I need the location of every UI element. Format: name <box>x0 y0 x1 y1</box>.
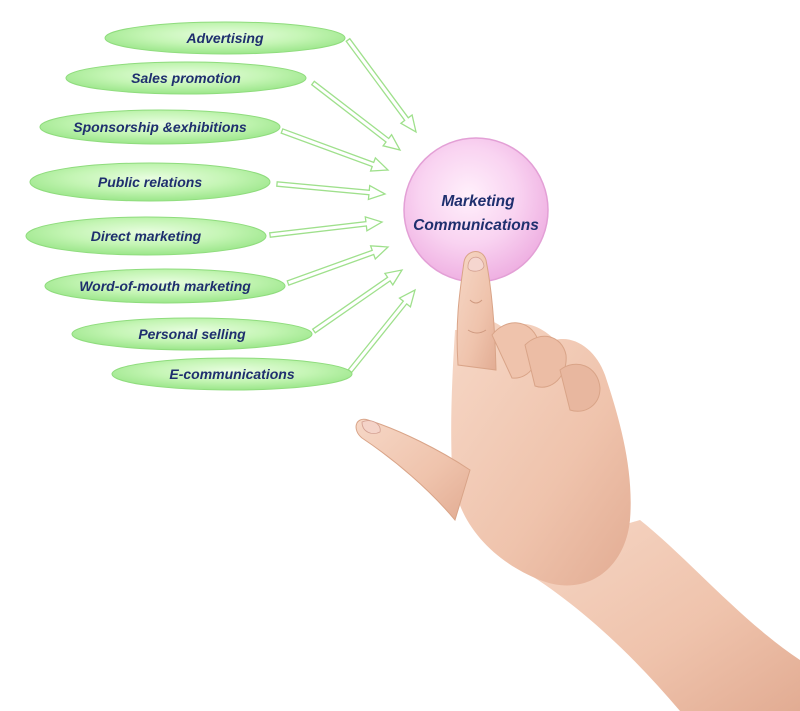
leaf-ellipse <box>29 162 271 202</box>
leaf-label: E-communications <box>169 366 294 382</box>
leaf-label: Word-of-mouth marketing <box>79 278 251 294</box>
leaf-label: Sales promotion <box>131 70 241 86</box>
leaf-node: E-communications <box>111 357 353 391</box>
pointing-hand-image <box>355 251 800 711</box>
connector-arrow <box>345 37 417 134</box>
leaf-ellipse <box>71 317 313 351</box>
connector-arrow <box>268 215 384 238</box>
hub-label-line-2: Communications <box>413 217 539 234</box>
leaf-label: Advertising <box>185 30 263 46</box>
leaf-ellipse <box>25 216 267 256</box>
leaf-node: Sponsorship &exhibitions <box>39 109 281 145</box>
leaf-node: Public relations <box>29 162 271 202</box>
leaf-label: Sponsorship &exhibitions <box>73 119 247 135</box>
leaf-label: Direct marketing <box>91 228 202 244</box>
connector-arrow <box>276 181 387 201</box>
connector-arrow <box>286 245 390 286</box>
leaf-ellipse <box>104 21 346 55</box>
leaf-ellipse <box>44 268 286 304</box>
leaf-label: Personal selling <box>138 326 246 342</box>
leaf-node: Word-of-mouth marketing <box>44 268 286 304</box>
leaf-node: Personal selling <box>71 317 313 351</box>
connector-arrow <box>310 80 402 151</box>
leaf-node: Sales promotion <box>65 61 307 95</box>
connector-arrow <box>347 288 417 374</box>
leaf-ellipse <box>111 357 353 391</box>
connector-arrow <box>311 269 404 334</box>
connector-arrows <box>268 37 417 374</box>
leaf-ellipse <box>39 109 281 145</box>
hub-node: Marketing Communications <box>403 137 549 283</box>
hub-label-line-1: Marketing <box>441 193 515 210</box>
connector-arrow <box>280 128 390 172</box>
leaf-node: Advertising <box>104 21 346 55</box>
leaf-node: Direct marketing <box>25 216 267 256</box>
leaf-label: Public relations <box>98 174 202 190</box>
leaf-ellipse <box>65 61 307 95</box>
